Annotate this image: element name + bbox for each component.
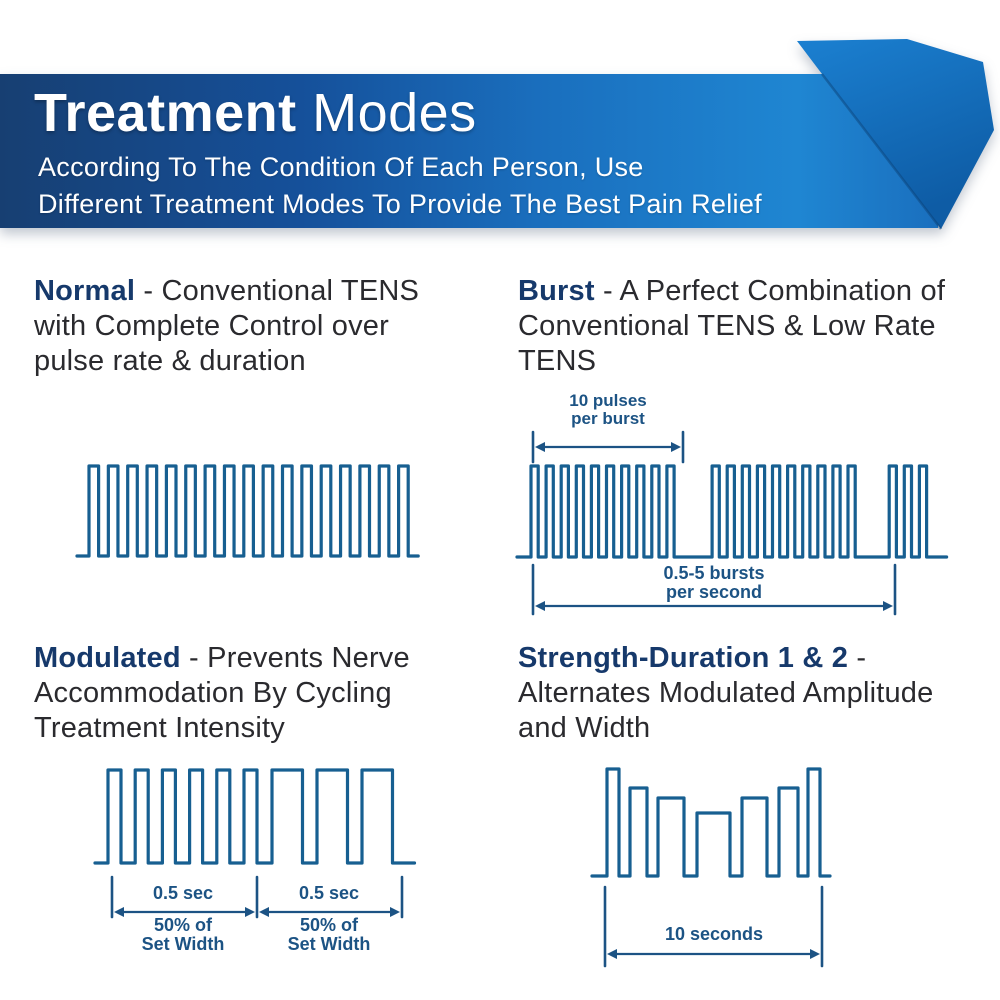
section-normal: Normal - Conventional TENS with Complete… bbox=[34, 274, 466, 379]
section-strength-duration-description: - Alternates Modulated Amplitude and Wid… bbox=[518, 642, 934, 744]
subtitle-line-1: According To The Condition Of Each Perso… bbox=[38, 152, 644, 182]
page-subtitle: According To The Condition Of Each Perso… bbox=[38, 149, 762, 223]
banner-band bbox=[0, 74, 938, 228]
section-burst: Burst - A Perfect Combination of Convent… bbox=[518, 274, 973, 379]
modulated-width-label-left-line2: Set Width bbox=[141, 934, 225, 954]
header-banner bbox=[0, 39, 994, 230]
burst-waveform bbox=[515, 464, 949, 559]
section-modulated-description: - Prevents Nerve Accommodation By Cyclin… bbox=[34, 642, 410, 744]
modulated-width-label-left: 50% of Set Width bbox=[110, 916, 256, 954]
section-modulated: Modulated - Prevents Nerve Accommodation… bbox=[34, 641, 479, 746]
modulated-waveform bbox=[93, 768, 417, 865]
page-title: Treatment Modes bbox=[34, 82, 477, 144]
modulated-time-label-right: 0.5 sec bbox=[298, 883, 360, 903]
modulated-time-label-left: 0.5 sec bbox=[152, 883, 214, 903]
burst-rate-label: 0.5-5 bursts per second bbox=[534, 564, 894, 602]
normal-waveform bbox=[75, 464, 420, 558]
modulated-width-label-right-line2: Set Width bbox=[287, 934, 371, 954]
modulated-width-label-right-line1: 50% of bbox=[299, 915, 359, 935]
dimension-lines-layer bbox=[110, 430, 897, 968]
section-strength-duration-term: Strength-Duration 1 & 2 bbox=[518, 642, 849, 674]
section-burst-term: Burst bbox=[518, 275, 595, 307]
ribbon-fold-crease bbox=[821, 73, 942, 230]
section-burst-description: - A Perfect Combination of Conventional … bbox=[518, 275, 946, 377]
burst-rate-label-line2: per second bbox=[665, 582, 763, 602]
strength-duration-time-label: 10 seconds bbox=[664, 924, 764, 944]
section-normal-term: Normal bbox=[34, 275, 136, 307]
modulated-width-label-right: 50% of Set Width bbox=[256, 916, 402, 954]
ribbon-arrow-icon bbox=[797, 39, 994, 229]
burst-pulses-label: 10 pulses per burst bbox=[533, 392, 683, 428]
page-title-bold: Treatment bbox=[34, 83, 297, 143]
page-title-light: Modes bbox=[296, 83, 477, 143]
burst-pulses-label-line2: per burst bbox=[571, 409, 645, 428]
waveforms-layer bbox=[75, 464, 949, 878]
subtitle-line-2: Different Treatment Modes To Provide The… bbox=[38, 189, 762, 219]
burst-pulses-label-line1: 10 pulses bbox=[569, 391, 647, 410]
section-modulated-term: Modulated bbox=[34, 642, 181, 674]
strength-duration-waveform bbox=[590, 767, 832, 878]
section-strength-duration: Strength-Duration 1 & 2 - Alternates Mod… bbox=[518, 641, 948, 746]
burst-rate-label-line1: 0.5-5 bursts bbox=[663, 563, 765, 583]
modulated-width-label-left-line1: 50% of bbox=[153, 915, 213, 935]
section-normal-description: - Conventional TENS with Complete Contro… bbox=[34, 275, 420, 377]
